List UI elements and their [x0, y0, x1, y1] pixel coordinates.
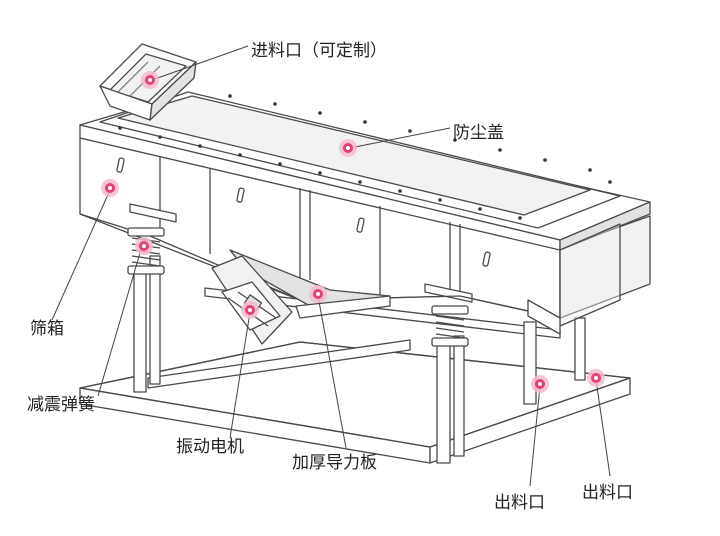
spring-right: [431, 305, 469, 347]
marker-vibration-motor: [241, 301, 259, 319]
label-guide-plate: 加厚导力板: [292, 453, 377, 473]
outlet-chutes: [527, 223, 621, 335]
base-frame: [79, 287, 631, 464]
leader-lines: [51, 45, 611, 487]
marker-outlet-1: [531, 375, 549, 393]
side-slots: [116, 157, 491, 267]
label-inlet: 进料口（可定制）: [251, 41, 387, 61]
damping-springs: [127, 227, 469, 347]
label-dust-cover: 防尘盖: [453, 123, 504, 143]
marker-screen-box: [101, 179, 119, 197]
label-damping-spring: 减震弹簧: [27, 395, 95, 415]
callout-markers: [101, 71, 605, 393]
marker-damping-spring: [135, 237, 153, 255]
cover-bolts: [118, 94, 612, 220]
marker-dust-cover: [339, 139, 357, 157]
label-screen-box: 筛箱: [30, 319, 64, 339]
marker-inlet: [141, 71, 159, 89]
marker-outlet-2: [587, 369, 605, 387]
marker-guide-plate: [309, 285, 327, 303]
label-vibration-motor: 振动电机: [176, 437, 244, 457]
label-outlet-2: 出料口: [582, 483, 633, 503]
guide-plate: [229, 249, 391, 319]
label-outlet-1: 出料口: [494, 493, 545, 513]
